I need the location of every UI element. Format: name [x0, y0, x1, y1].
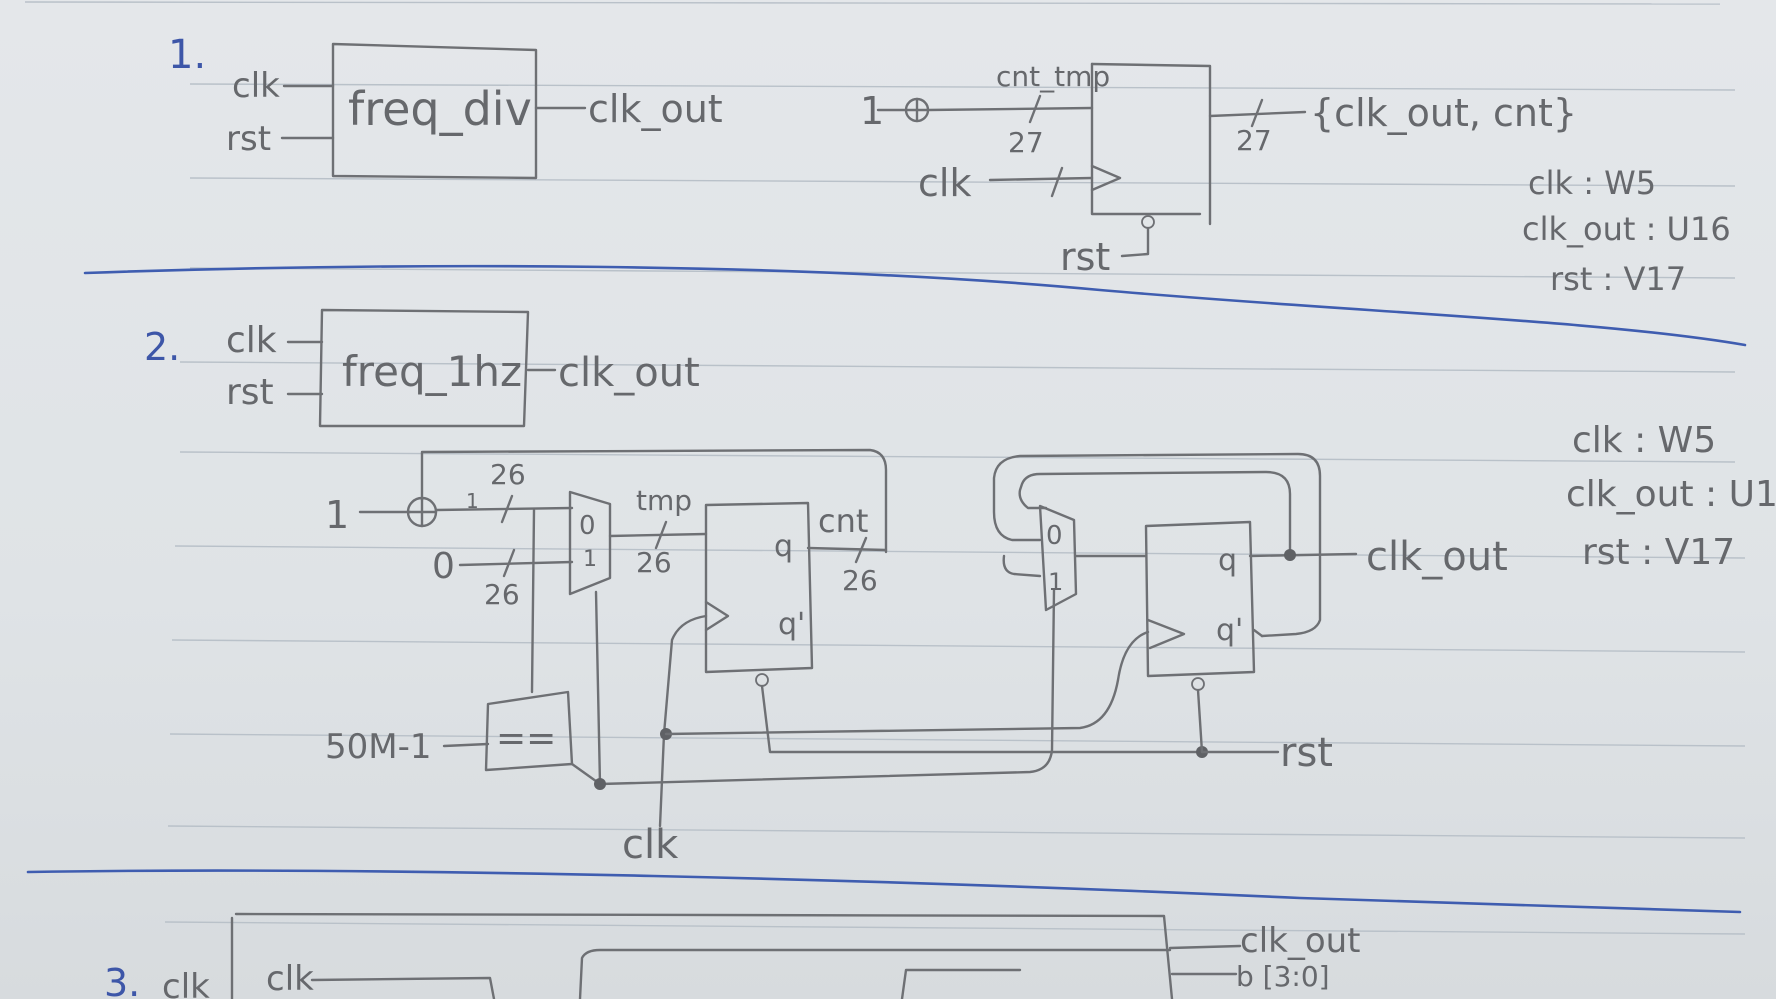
s2-pin-clk-out: clk_out : U16	[1566, 474, 1776, 515]
s3-out-bus: b [3:0]	[1236, 960, 1330, 993]
ruled-lines	[24, 1, 1746, 935]
s2-compare-const: 50M-1	[325, 727, 432, 767]
s2-q: q	[774, 529, 793, 564]
s2-ff-mux-in0: 0	[1046, 521, 1063, 551]
s1-pin-clk: clk : W5	[1528, 164, 1656, 202]
s2-pin-clk: clk : W5	[1572, 420, 1716, 461]
s2-rst-label: rst	[1280, 730, 1333, 776]
s1-out-bus: {clk_out, cnt}	[1310, 91, 1577, 135]
s2-width-top: 26	[490, 458, 526, 491]
s2-ff-mux-in1: 1	[1048, 568, 1063, 596]
s2-tmp-label: tmp	[636, 484, 692, 517]
s2-mux-in0: 0	[579, 511, 596, 541]
s2-cnt-label: cnt	[818, 502, 868, 540]
section-1-number: 1.	[168, 32, 206, 78]
s2-out-label: clk_out	[1366, 534, 1508, 580]
section-1-circuit: 1 cnt_tmp 27 clk rst 27 {clk_out, cnt}	[860, 60, 1577, 279]
s1-clk-label: clk	[918, 161, 971, 205]
toggle-ff-circuit: 0 1 q q' clk_out	[992, 452, 1508, 754]
s2-bit-one: 1	[466, 489, 479, 513]
s1-pin-rst: rst : V17	[1550, 260, 1686, 298]
freq-div-block: freq_div clk rst clk_out	[226, 42, 723, 180]
s2-width-zero: 26	[484, 578, 520, 611]
section-3: 3. clk clk clk_out b [3:0]	[104, 912, 1361, 999]
freq-1hz-name: freq_1hz	[342, 347, 522, 396]
section-2-pins: clk : W5 clk_out : U16 rst : V17	[1566, 420, 1776, 573]
s1-in-width: 27	[1008, 126, 1044, 159]
counter-circuit: 1 1 26 0 26 0 1 tmp 26 q q' cnt 26 == 50…	[325, 448, 1333, 868]
s3-out-clk: clk_out	[1240, 921, 1361, 961]
separator-line-2	[26, 869, 1742, 914]
s2-ff-q-bar: q'	[1216, 613, 1243, 648]
s2-compare-op: ==	[496, 718, 556, 759]
freq-div-rst-label: rst	[226, 119, 271, 159]
s2-q-bar: q'	[778, 607, 805, 642]
s2-clk-label: clk	[622, 822, 679, 868]
s2-const-zero: 0	[432, 546, 455, 587]
s1-rst-label: rst	[1060, 235, 1110, 279]
freq-div-clk-label: clk	[232, 66, 280, 106]
freq-1hz-block: freq_1hz clk rst clk_out	[226, 308, 700, 428]
s2-mux-in1: 1	[583, 547, 597, 572]
freq-1hz-clk-label: clk	[226, 320, 277, 361]
section-1-pins: clk : W5 clk_out : U16 rst : V17	[1522, 164, 1731, 298]
freq-div-out-label: clk_out	[588, 87, 723, 131]
s2-tmp-width: 26	[636, 546, 672, 579]
s3-in-clk: clk	[162, 967, 210, 999]
s2-const-one: 1	[325, 493, 349, 537]
separator-line-1	[83, 264, 1747, 347]
freq-1hz-out-label: clk_out	[558, 350, 700, 396]
s1-out-width: 27	[1236, 124, 1272, 157]
s1-pin-clk-out: clk_out : U16	[1522, 210, 1731, 248]
s2-cnt-width: 26	[842, 564, 878, 597]
section-3-number: 3.	[104, 961, 140, 999]
section-2-number: 2.	[144, 325, 180, 369]
s2-pin-rst: rst : V17	[1582, 532, 1735, 573]
s2-ff-q: q	[1218, 543, 1237, 578]
freq-1hz-rst-label: rst	[226, 372, 274, 413]
freq-div-name: freq_div	[348, 82, 532, 136]
s3-inner-clk: clk	[266, 959, 314, 999]
